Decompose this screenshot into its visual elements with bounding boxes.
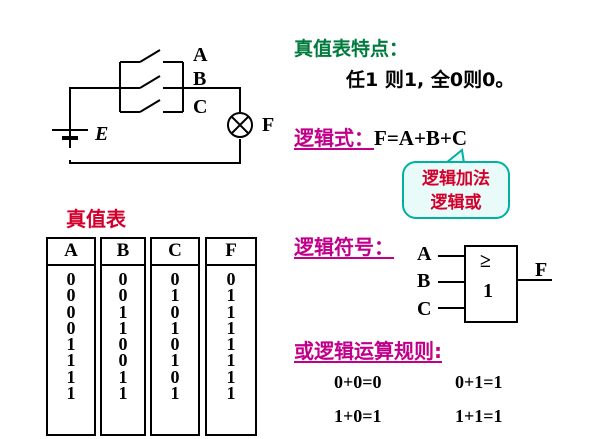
logic-add-callout: 逻辑加法 逻辑或 xyxy=(402,161,510,219)
switch-a-label: A xyxy=(193,44,208,66)
features-text: 任1 则1, 全0则0。 xyxy=(346,69,515,91)
gate-input-c: C xyxy=(417,298,432,320)
truth-table-title: 真值表 xyxy=(66,207,126,231)
truth-table-header-f: F xyxy=(207,239,255,266)
table-cell: 0 xyxy=(170,269,180,289)
rules-title: 或逻辑运算规则: xyxy=(294,339,442,363)
table-cell: 1 xyxy=(66,350,76,371)
gate-input-b: B xyxy=(417,270,431,292)
table-cell: 0 xyxy=(66,269,76,289)
table-cell: 1 xyxy=(170,383,180,404)
table-cell: 1 xyxy=(226,383,236,404)
table-cell: 0 xyxy=(118,285,128,306)
table-cell: 1 xyxy=(66,383,76,404)
expression-label: 逻辑式： xyxy=(294,126,374,150)
truth-table-values-b: 0 0 1 1 0 0 1 1 xyxy=(102,266,144,404)
table-cell: 1 xyxy=(170,350,180,371)
table-cell: 1 xyxy=(66,334,76,355)
table-cell: 1 xyxy=(226,366,236,387)
table-cell: 1 xyxy=(226,285,236,306)
truth-table-col-a: A 0 0 0 0 1 1 1 1 xyxy=(46,237,96,436)
table-cell: 1 xyxy=(118,383,128,404)
symbol-label: 逻辑符号： xyxy=(294,235,394,259)
table-cell: 1 xyxy=(170,317,180,338)
features-title: 真值表特点： xyxy=(294,38,409,60)
table-cell: 1 xyxy=(226,350,236,371)
rule-item: 0+0=0 xyxy=(334,372,382,392)
battery-icon xyxy=(52,129,88,148)
table-cell: 1 xyxy=(118,301,128,322)
table-cell: 0 xyxy=(66,285,76,306)
truth-table-header-c: C xyxy=(152,239,198,266)
battery-label: E xyxy=(95,123,109,145)
table-cell: 0 xyxy=(66,317,76,338)
table-cell: 0 xyxy=(170,366,180,387)
table-cell: 1 xyxy=(66,366,76,387)
rule-item: 0+1=1 xyxy=(455,372,503,392)
truth-table-values-c: 0 1 0 1 0 1 0 1 xyxy=(152,266,198,404)
table-cell: 0 xyxy=(118,269,128,289)
gate-input-a: A xyxy=(417,243,432,265)
rule-item: 1+0=1 xyxy=(334,406,382,426)
rule-item: 1+1=1 xyxy=(455,406,503,426)
callout-line-1: 逻辑加法 xyxy=(422,169,490,189)
lamp-label: F xyxy=(262,114,275,136)
gate-top-text: ≥ xyxy=(480,250,491,272)
table-cell: 1 xyxy=(226,317,236,338)
switch-c-label: C xyxy=(193,96,208,118)
table-cell: 1 xyxy=(118,366,128,387)
truth-table-values-a: 0 0 0 0 1 1 1 1 xyxy=(48,266,94,404)
table-cell: 0 xyxy=(170,334,180,355)
expression-row: 逻辑式：F=A+B+C xyxy=(294,122,467,151)
truth-table-col-f: F 0 1 1 1 1 1 1 1 xyxy=(205,237,257,436)
switch-b-label: B xyxy=(193,68,207,90)
truth-table-header-b: B xyxy=(102,239,144,266)
gate-output-f: F xyxy=(535,259,548,281)
gate-bottom-text: 1 xyxy=(483,280,493,302)
lamp-icon xyxy=(227,112,253,138)
table-cell: 0 xyxy=(66,301,76,322)
truth-table-col-c: C 0 1 0 1 0 1 0 1 xyxy=(150,237,200,436)
circuit-diagram xyxy=(52,49,253,164)
truth-table-header-a: A xyxy=(48,239,94,266)
table-cell: 1 xyxy=(226,301,236,322)
table-cell: 0 xyxy=(118,334,128,355)
or-gate-symbol xyxy=(438,245,552,323)
table-cell: 1 xyxy=(226,334,236,355)
expression-formula: F=A+B+C xyxy=(374,126,468,150)
table-cell: 0 xyxy=(170,301,180,322)
callout-line-2: 逻辑或 xyxy=(430,193,482,213)
table-cell: 1 xyxy=(170,285,180,306)
table-cell: 1 xyxy=(118,317,128,338)
truth-table-values-f: 0 1 1 1 1 1 1 1 xyxy=(207,266,255,404)
truth-table-col-b: B 0 0 1 1 0 0 1 1 xyxy=(100,237,146,436)
table-cell: 0 xyxy=(118,350,128,371)
table-cell: 0 xyxy=(226,269,236,289)
